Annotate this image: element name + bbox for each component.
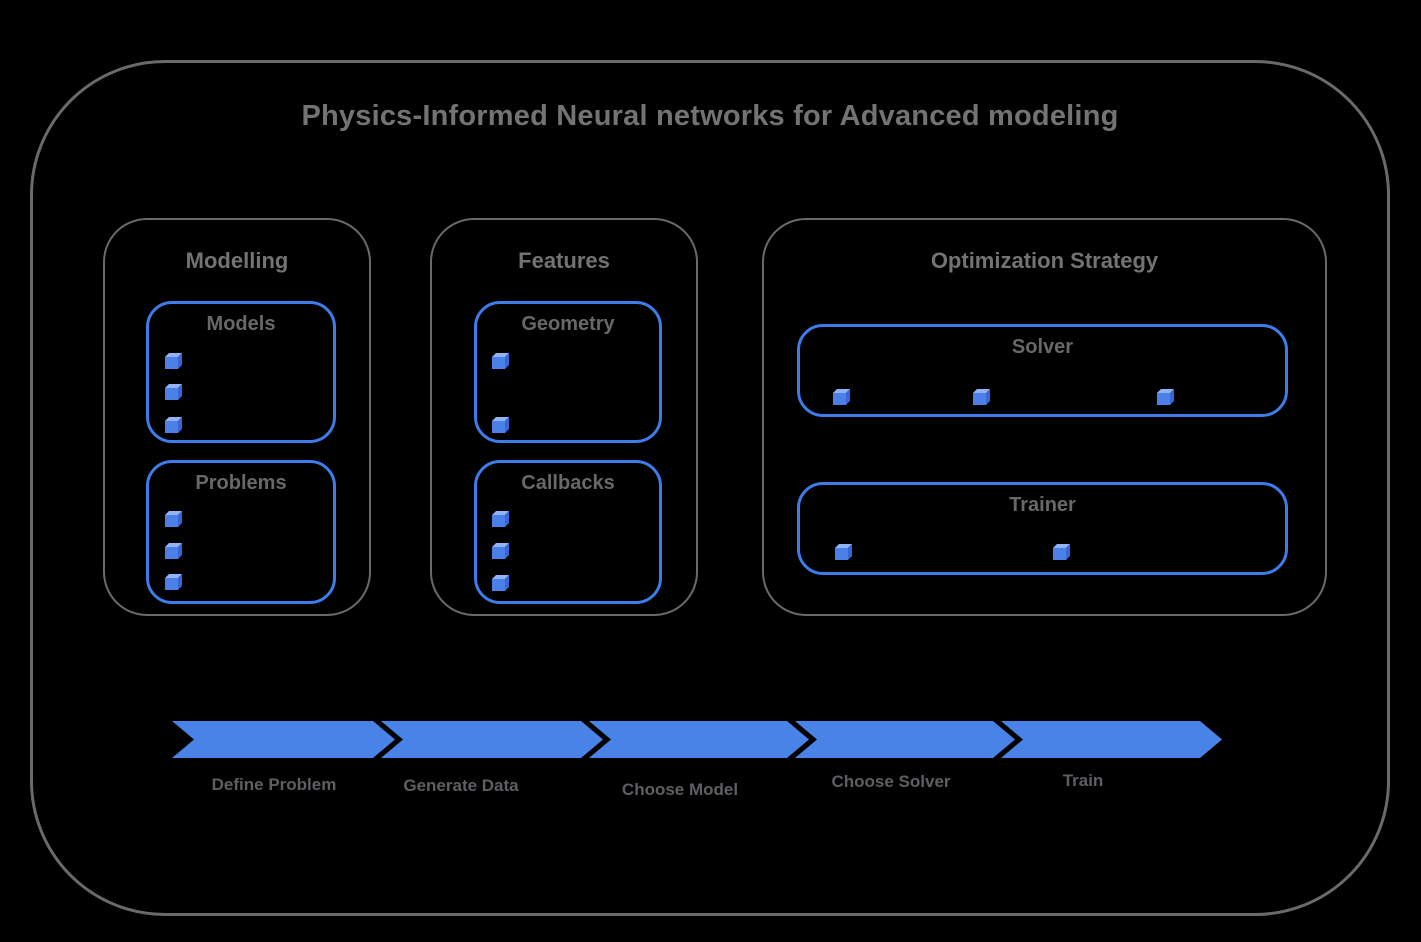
cube-icon bbox=[165, 384, 182, 400]
group-optimization-strategy: Optimization Strategy Solver Trainer bbox=[762, 218, 1327, 616]
cube-icon bbox=[1157, 389, 1174, 405]
diagram-outer-frame bbox=[30, 60, 1390, 916]
group-modelling: Modelling Models Problems bbox=[103, 218, 371, 616]
box-models-title: Models bbox=[206, 313, 276, 335]
box-trainer: Trainer bbox=[797, 482, 1288, 575]
cube-icon bbox=[492, 575, 509, 591]
pipeline-arrow-head bbox=[1001, 721, 1222, 758]
group-modelling-heading: Modelling bbox=[185, 248, 289, 273]
box-trainer-title: Trainer bbox=[1009, 494, 1076, 516]
box-callbacks: Callbacks bbox=[474, 460, 662, 604]
step-label-generate-data: Generate Data bbox=[403, 776, 519, 795]
box-solver: Solver bbox=[797, 324, 1288, 417]
box-geometry: Geometry bbox=[474, 301, 662, 443]
cube-icon bbox=[492, 511, 509, 527]
cube-icon bbox=[973, 389, 990, 405]
group-optimization-heading: Optimization Strategy bbox=[930, 248, 1159, 273]
pipeline-arrow-segment bbox=[589, 721, 809, 758]
step-label-train: Train bbox=[1062, 771, 1104, 790]
cube-icon bbox=[165, 511, 182, 527]
step-label-choose-solver: Choose Solver bbox=[831, 772, 951, 791]
cube-icon bbox=[492, 353, 509, 369]
box-geometry-title: Geometry bbox=[521, 313, 615, 335]
step-label-define-problem: Define Problem bbox=[211, 775, 337, 794]
box-models: Models bbox=[146, 301, 336, 443]
group-features-heading: Features bbox=[518, 248, 610, 273]
cube-icon bbox=[165, 543, 182, 559]
step-label-choose-model: Choose Model bbox=[621, 780, 739, 799]
box-solver-title: Solver bbox=[1011, 336, 1074, 358]
cube-icon bbox=[165, 417, 182, 433]
pipeline-arrow-segment bbox=[795, 721, 1015, 758]
pipeline-arrow-segment bbox=[381, 721, 603, 758]
cube-icon bbox=[835, 544, 852, 560]
cube-icon bbox=[833, 389, 850, 405]
cube-icon bbox=[492, 543, 509, 559]
cube-icon bbox=[1053, 544, 1070, 560]
box-problems: Problems bbox=[146, 460, 336, 604]
box-problems-title: Problems bbox=[195, 472, 287, 494]
pipeline-arrow-segment bbox=[172, 721, 395, 758]
cube-icon bbox=[492, 417, 509, 433]
group-features: Features Geometry Callbacks bbox=[430, 218, 698, 616]
page-title: Physics-Informed Neural networks for Adv… bbox=[301, 100, 1119, 132]
cube-icon bbox=[165, 353, 182, 369]
box-callbacks-title: Callbacks bbox=[521, 472, 615, 494]
cube-icon bbox=[165, 574, 182, 590]
